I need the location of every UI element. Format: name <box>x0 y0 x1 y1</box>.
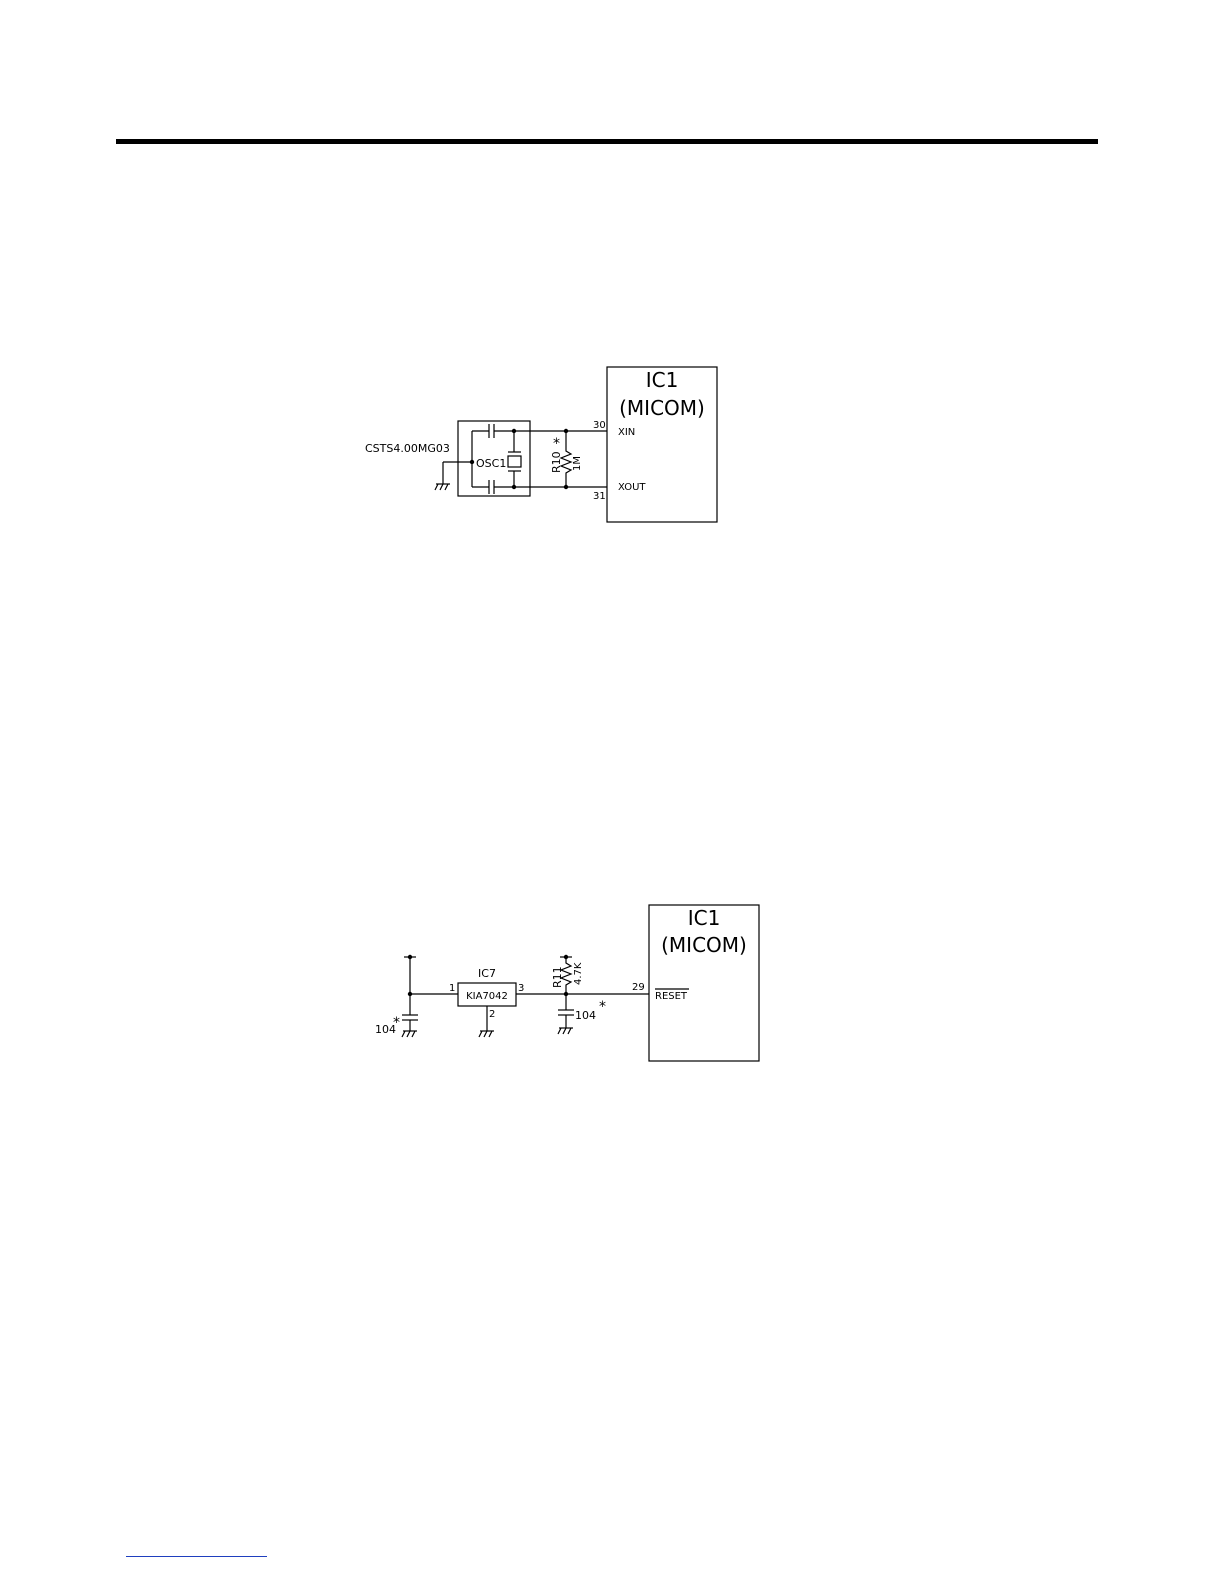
ic1-name-label-reset: (MICOM) <box>661 933 747 957</box>
resonator-part-number: CSTS4.00MG03 <box>365 442 450 455</box>
pin-xout-name: XOUT <box>618 482 646 493</box>
pin-xout-number: 31 <box>593 491 606 502</box>
capacitor-right-value: 104 <box>575 1009 596 1022</box>
ic7-pin-3: 3 <box>518 983 524 994</box>
pin-xin-name: XIN <box>618 427 635 438</box>
resistor-r11-value: 4.7K <box>573 962 584 985</box>
reset-circuit: IC1 (MICOM) 29 RESET 104 * 1 KIA7042 IC7 <box>375 905 759 1061</box>
resistor-r10-asterisk: * <box>553 436 560 452</box>
ic1-name-label: (MICOM) <box>619 396 705 420</box>
ic7-pin-2: 2 <box>489 1009 495 1020</box>
ground-icon-ic7 <box>479 1031 494 1037</box>
pin-reset-number: 29 <box>632 982 645 993</box>
ic7-pin-1: 1 <box>449 983 455 994</box>
ground-icon-oscillator <box>435 484 450 490</box>
ic7-ref: IC7 <box>478 967 496 980</box>
ic1-ref-label-reset: IC1 <box>688 906 721 930</box>
capacitor-right-icon <box>558 1010 574 1015</box>
resistor-r10-value: 1M <box>572 456 583 471</box>
pin-xin-number: 30 <box>593 420 606 431</box>
capacitor-left-icon <box>402 1015 418 1020</box>
resistor-r10-ref: R10 <box>550 451 563 473</box>
footer-link-underline[interactable] <box>126 1556 267 1557</box>
ground-icon-left-cap <box>402 1031 417 1037</box>
crystal-icon <box>508 456 521 467</box>
osc1-label: OSC1 <box>476 457 506 470</box>
resistor-r11-ref: R11 <box>551 966 564 988</box>
ic7-part-number: KIA7042 <box>466 991 508 1002</box>
oscillator-circuit: IC1 (MICOM) 30 XIN 31 XOUT OSC1 CSTS4.00… <box>365 367 717 522</box>
pin-reset-name: RESET <box>655 991 688 1002</box>
capacitor-left-asterisk: * <box>393 1015 400 1031</box>
ic1-ref-label: IC1 <box>646 368 679 392</box>
ground-icon-right-cap <box>558 1028 573 1034</box>
capacitor-right-asterisk: * <box>599 999 606 1015</box>
